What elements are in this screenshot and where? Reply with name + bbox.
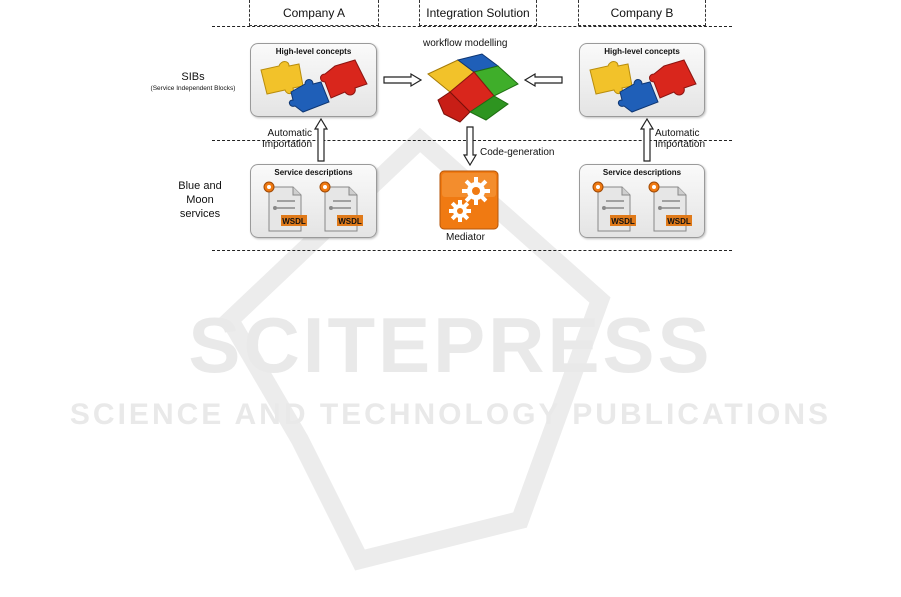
column-company-b: Company B	[578, 0, 706, 26]
sibs-title: SIBs	[181, 71, 205, 83]
wsdl-badge-text: WSDL	[338, 217, 362, 226]
panel-high-level-b-title: High-level concepts	[604, 47, 680, 56]
column-integration: Integration Solution	[419, 0, 537, 26]
arrow-right-icon	[383, 72, 423, 88]
arrow-up-icon	[313, 117, 329, 162]
column-company-a: Company A	[249, 0, 379, 26]
panel-service-desc-a: Service descriptions WSDL WSDL	[250, 164, 377, 238]
separator-top	[212, 26, 732, 27]
row-label-sibs: SIBs (Service Independent Blocks)	[140, 70, 246, 93]
wsdl-document-icon: WSDL	[263, 181, 307, 232]
mediator-gears-icon	[439, 170, 499, 230]
services-line-2: Moon	[186, 194, 214, 206]
mediator-label: Mediator	[446, 232, 485, 243]
importation-b-line2: Importation	[655, 139, 706, 150]
panel-high-level-a: High-level concepts	[250, 43, 377, 117]
importation-a-line1: Automatic	[267, 128, 312, 139]
services-line-1: Blue and	[178, 180, 222, 192]
services-line-3: services	[179, 208, 221, 220]
row-label-services: Blue and Moon services	[165, 179, 235, 221]
arrow-left-icon	[523, 72, 563, 88]
wsdl-badge-text: WSDL	[282, 217, 306, 226]
workflow-label: workflow modelling	[423, 38, 508, 49]
wsdl-document-icon: WSDL	[592, 181, 636, 232]
code-generation-label: Code-generation	[480, 147, 555, 158]
importation-label-a: Automatic Importation	[262, 128, 312, 150]
watermark-subtitle: SCIENCE AND TECHNOLOGY PUBLICATIONS	[69, 398, 832, 431]
puzzle-pieces-icon	[260, 59, 368, 113]
sibs-subtitle: (Service Independent Blocks)	[150, 85, 236, 92]
importation-label-b: Automatic Importation	[655, 128, 705, 150]
arrow-down-icon	[462, 126, 478, 167]
importation-b-line1: Automatic	[655, 128, 700, 139]
panel-high-level-b: High-level concepts	[579, 43, 705, 117]
wsdl-badge-text: WSDL	[611, 217, 635, 226]
panel-service-desc-b-title: Service descriptions	[602, 168, 682, 177]
panel-high-level-a-title: High-level concepts	[275, 47, 352, 56]
arrow-up-icon	[639, 117, 655, 162]
wsdl-document-icon: WSDL	[648, 181, 692, 232]
wsdl-badge-text: WSDL	[667, 217, 691, 226]
importation-a-line2: Importation	[262, 139, 313, 150]
separator-bottom	[212, 250, 732, 251]
workflow-puzzle-icon	[427, 53, 519, 123]
panel-service-desc-a-title: Service descriptions	[274, 168, 353, 177]
puzzle-pieces-icon	[589, 59, 697, 113]
column-company-b-label: Company B	[610, 5, 674, 20]
column-integration-label: Integration Solution	[426, 5, 530, 20]
panel-service-desc-b: Service descriptions WSDL WSDL	[579, 164, 705, 238]
watermark-title: SCITEPRESS	[188, 301, 713, 389]
wsdl-document-icon: WSDL	[319, 181, 363, 232]
column-company-a-label: Company A	[282, 5, 346, 20]
